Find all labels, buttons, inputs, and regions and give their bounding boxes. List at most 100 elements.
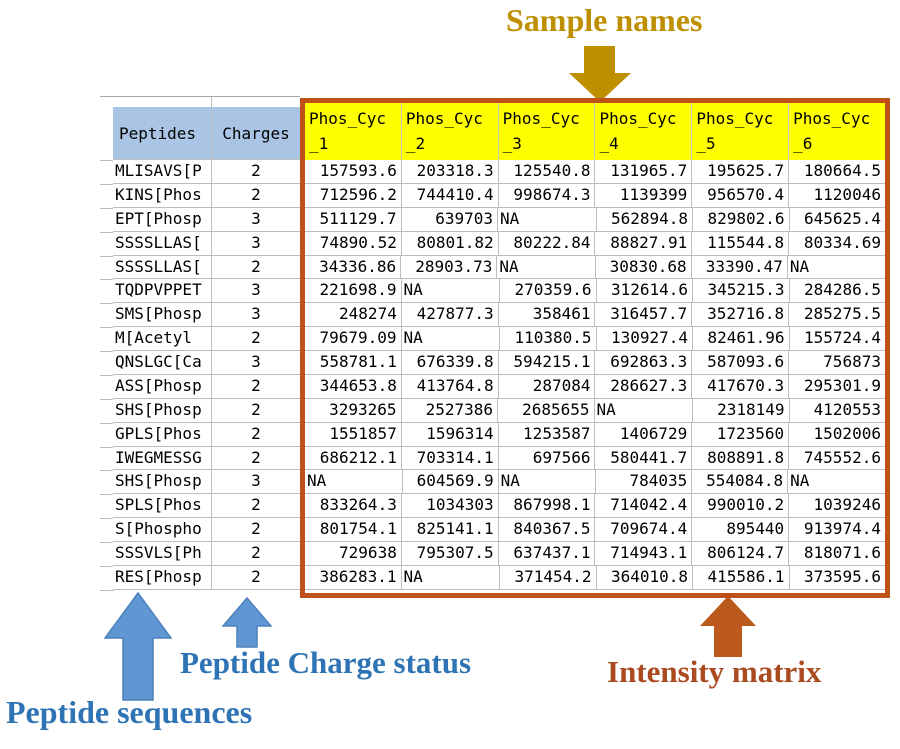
intensity-cell[interactable]: 312614.6: [597, 279, 693, 303]
peptide-cell[interactable]: SHS[Phosp: [113, 398, 212, 422]
intensity-cell[interactable]: 709674.4: [595, 518, 693, 541]
charge-cell[interactable]: 2: [251, 256, 261, 276]
intensity-cell[interactable]: 1596314: [402, 422, 499, 446]
charge-cell[interactable]: 2: [251, 519, 261, 539]
charge-cell[interactable]: 2: [251, 543, 261, 562]
intensity-cell[interactable]: 287084: [499, 374, 596, 398]
intensity-cell[interactable]: 511129.7: [305, 207, 402, 231]
intensity-cell[interactable]: 818071.6: [803, 543, 881, 562]
peptide-cell[interactable]: GPLS[Phos: [113, 422, 212, 446]
intensity-cell[interactable]: 825141.1: [402, 518, 499, 541]
intensity-cell[interactable]: 604569.9: [403, 470, 499, 494]
charges-column-header[interactable]: Charges: [222, 123, 290, 143]
intensity-cell[interactable]: 1039246: [813, 495, 881, 515]
intensity-cell[interactable]: 990010.2: [692, 494, 790, 518]
intensity-cell[interactable]: 795307.5: [402, 542, 499, 565]
intensity-cell[interactable]: 30830.68: [596, 255, 692, 279]
intensity-cell[interactable]: 284286.5: [803, 280, 881, 300]
intensity-cell[interactable]: 88827.91: [595, 231, 693, 255]
charge-cell[interactable]: 2: [251, 495, 261, 515]
intensity-cell[interactable]: 703314.1: [402, 446, 499, 470]
charge-cell[interactable]: 2: [251, 184, 261, 204]
intensity-cell[interactable]: 2685655: [498, 398, 595, 422]
charge-cell[interactable]: 2: [251, 566, 261, 586]
intensity-cell[interactable]: 155724.4: [803, 328, 881, 348]
intensity-cell[interactable]: 1551857: [305, 422, 402, 446]
peptide-cell[interactable]: KINS[Phos: [113, 183, 212, 207]
intensity-cell[interactable]: 386283.1: [305, 565, 402, 589]
peptide-cell[interactable]: SMS[Phosp: [113, 303, 212, 327]
intensity-cell[interactable]: 157593.6: [305, 160, 402, 183]
intensity-cell[interactable]: 28903.73: [401, 255, 498, 279]
intensity-cell[interactable]: NA: [402, 565, 500, 589]
intensity-cell[interactable]: 867998.1: [499, 494, 596, 518]
intensity-cell[interactable]: 371454.2: [500, 565, 597, 589]
intensity-cell[interactable]: 4120553: [813, 399, 881, 419]
intensity-cell[interactable]: 686212.1: [305, 446, 402, 470]
intensity-cell[interactable]: NA: [499, 470, 597, 494]
intensity-cell[interactable]: NA: [498, 207, 597, 231]
peptide-cell[interactable]: MLISAVS[P: [113, 160, 212, 183]
sample-column-header[interactable]: Phos_Cyc_6: [793, 109, 871, 153]
intensity-cell[interactable]: 413764.8: [402, 374, 499, 398]
intensity-cell[interactable]: 744410.4: [402, 183, 499, 207]
intensity-cell[interactable]: 840367.5: [499, 518, 596, 541]
intensity-cell[interactable]: 115544.8: [692, 231, 790, 255]
intensity-cell[interactable]: 358461: [499, 303, 596, 327]
peptide-cell[interactable]: QNSLGC[Ca: [113, 351, 212, 374]
intensity-cell[interactable]: 558781.1: [305, 351, 402, 374]
intensity-cell[interactable]: NA: [497, 255, 596, 279]
intensity-cell[interactable]: 2527386: [402, 398, 498, 422]
charge-cell[interactable]: 2: [251, 375, 261, 395]
intensity-cell[interactable]: NA: [402, 279, 500, 303]
intensity-cell[interactable]: 427877.3: [402, 303, 499, 327]
charge-cell[interactable]: 3: [251, 304, 261, 324]
intensity-cell[interactable]: 74890.52: [305, 231, 402, 255]
intensity-cell[interactable]: 130927.4: [597, 327, 693, 350]
intensity-cell[interactable]: 913974.4: [803, 519, 881, 539]
intensity-cell[interactable]: 316457.7: [595, 303, 693, 327]
intensity-cell[interactable]: 676339.8: [402, 351, 499, 374]
intensity-cell[interactable]: 180664.5: [803, 161, 881, 180]
charge-cell[interactable]: 3: [251, 471, 261, 491]
charge-cell[interactable]: 2: [251, 399, 261, 419]
intensity-cell[interactable]: 270359.6: [500, 279, 597, 303]
peptide-cell[interactable]: SPLS[Phos: [113, 494, 212, 518]
intensity-cell[interactable]: NA: [789, 256, 810, 276]
sample-column-header[interactable]: Phos_Cyc_5: [692, 103, 790, 160]
charge-cell[interactable]: 2: [251, 447, 261, 467]
intensity-cell[interactable]: 1406729: [595, 422, 693, 446]
intensity-cell[interactable]: 221698.9: [305, 279, 402, 303]
intensity-cell[interactable]: 801754.1: [305, 518, 402, 541]
intensity-cell[interactable]: 415586.1: [693, 565, 790, 589]
charge-cell[interactable]: 3: [251, 208, 261, 228]
intensity-cell[interactable]: 345215.3: [693, 279, 790, 303]
intensity-cell[interactable]: 1120046: [813, 184, 881, 204]
intensity-cell[interactable]: 295301.9: [803, 375, 881, 395]
intensity-cell[interactable]: 562894.8: [597, 207, 693, 231]
intensity-cell[interactable]: 697566: [499, 446, 596, 470]
intensity-cell[interactable]: NA: [305, 470, 403, 494]
charge-cell[interactable]: 3: [251, 280, 261, 300]
peptide-cell[interactable]: RES[Phosp: [113, 565, 212, 589]
intensity-cell[interactable]: 637437.1: [499, 542, 596, 565]
intensity-cell[interactable]: 645625.4: [803, 208, 881, 228]
intensity-cell[interactable]: 756873: [823, 352, 881, 371]
sample-column-header[interactable]: Phos_Cyc_3: [499, 103, 596, 160]
intensity-cell[interactable]: 1502006: [813, 423, 881, 443]
intensity-cell[interactable]: 729638: [305, 542, 402, 565]
sample-column-header[interactable]: Phos_Cyc_1: [305, 103, 402, 160]
intensity-cell[interactable]: 1253587: [499, 422, 596, 446]
intensity-cell[interactable]: 1139399: [595, 183, 693, 207]
intensity-cell[interactable]: 784035: [596, 470, 693, 494]
intensity-cell[interactable]: 998674.3: [499, 183, 596, 207]
peptide-cell[interactable]: EPT[Phosp: [113, 207, 212, 231]
intensity-cell[interactable]: 956570.4: [692, 183, 790, 207]
peptide-cell[interactable]: IWEGMESSG: [113, 446, 212, 470]
intensity-cell[interactable]: 554084.8: [692, 470, 789, 494]
intensity-cell[interactable]: 34336.86: [305, 255, 402, 279]
intensity-cell[interactable]: 110380.5: [500, 327, 597, 350]
intensity-cell[interactable]: 80801.82: [402, 231, 499, 255]
intensity-cell[interactable]: 587093.6: [692, 351, 790, 374]
intensity-cell[interactable]: 1723560: [692, 422, 790, 446]
